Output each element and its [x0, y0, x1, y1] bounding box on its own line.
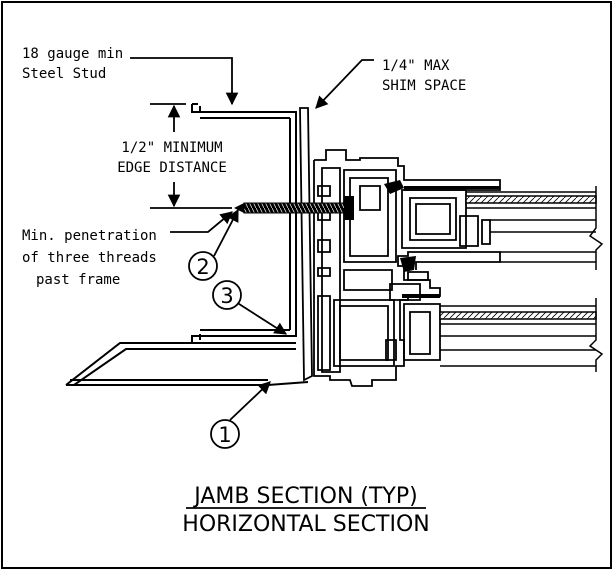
- label-penetration: Min. penetration of three threads past f…: [22, 228, 157, 288]
- svg-text:18 gauge min: 18 gauge min: [22, 46, 123, 62]
- wall-slab: [65, 342, 309, 386]
- steel-stud: [191, 103, 297, 342]
- title-line-1: JAMB SECTION (TYP): [192, 484, 417, 509]
- svg-text:3: 3: [220, 284, 233, 308]
- svg-text:1/2" MINIMUM: 1/2" MINIMUM: [121, 140, 222, 156]
- label-edge-distance: 1/2" MINIMUM EDGE DISTANCE: [117, 140, 227, 176]
- svg-text:Min. penetration: Min. penetration: [22, 228, 157, 244]
- label-shim-space: 1/4" MAX SHIM SPACE: [382, 58, 466, 94]
- break-lines: [588, 186, 604, 372]
- svg-text:2: 2: [196, 255, 209, 279]
- svg-text:1: 1: [218, 423, 231, 447]
- svg-text:of three threads: of three threads: [22, 250, 157, 266]
- leader-lines: [130, 57, 374, 421]
- svg-text:1/4" MAX: 1/4" MAX: [382, 58, 450, 74]
- drawing-title: JAMB SECTION (TYP) HORIZONTAL SECTION: [182, 484, 429, 537]
- gaskets: [384, 180, 500, 298]
- svg-text:Steel Stud: Steel Stud: [22, 66, 106, 82]
- callout-3: 3: [212, 280, 242, 310]
- svg-text:SHIM SPACE: SHIM SPACE: [382, 78, 466, 94]
- anchor-screw: [234, 196, 354, 220]
- svg-text:past frame: past frame: [36, 272, 120, 288]
- glazing: [439, 191, 597, 367]
- svg-text:EDGE DISTANCE: EDGE DISTANCE: [117, 160, 227, 176]
- callout-1: 1: [210, 419, 240, 449]
- shim: [299, 107, 313, 382]
- label-steel-stud: 18 gauge min Steel Stud: [22, 46, 123, 82]
- title-line-2: HORIZONTAL SECTION: [182, 512, 429, 537]
- edge-distance-dimension: [150, 103, 232, 209]
- callout-2: 2: [188, 251, 218, 281]
